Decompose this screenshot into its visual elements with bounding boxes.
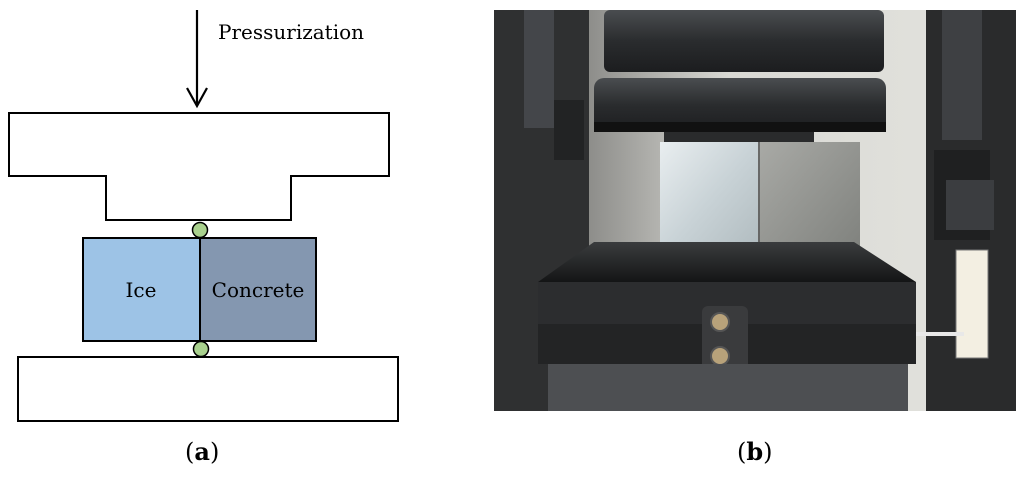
upper-loading-plate [8, 112, 390, 221]
caption-a-letter: a [194, 437, 210, 466]
clamp-bolt-upper [710, 312, 730, 332]
concrete-label: Concrete [212, 278, 305, 302]
top-joint-ball [191, 221, 209, 239]
loading-schematic: Pressurization Ice Concrete [8, 10, 399, 422]
upper-platen-top [604, 10, 884, 72]
upper-platen-disc [594, 78, 886, 132]
lower-loading-plate [17, 356, 399, 422]
caption-a-close: ) [209, 438, 220, 466]
photo-concrete-block [758, 142, 860, 260]
displacement-gauge [955, 249, 989, 359]
upper-platen-rim [594, 122, 886, 132]
pressurization-label: Pressurization [218, 20, 364, 44]
left-frame-bar [524, 10, 554, 128]
test-setup-photograph [494, 10, 1016, 411]
caption-b-letter: b [746, 437, 764, 466]
ice-block [82, 237, 201, 342]
caption-b-close: ) [763, 438, 773, 466]
caption-b: (b) [737, 437, 773, 466]
right-frame-bar [942, 10, 982, 140]
right-sensor-body [946, 180, 994, 230]
concrete-block [199, 237, 317, 342]
bottom-joint-ball [192, 340, 210, 358]
upper-platen-contact [664, 132, 814, 142]
lower-platen-top [538, 242, 916, 282]
press-base-column [548, 364, 908, 411]
load-arrow-head [186, 87, 208, 109]
photo-ice-block [660, 142, 760, 260]
left-frame-bracket [554, 100, 584, 160]
caption-a-open: ( [185, 438, 195, 466]
ice-label: Ice [126, 278, 157, 302]
clamp-bolt-lower [710, 346, 730, 366]
caption-a: (a) [185, 437, 219, 466]
caption-b-open: ( [737, 438, 747, 466]
